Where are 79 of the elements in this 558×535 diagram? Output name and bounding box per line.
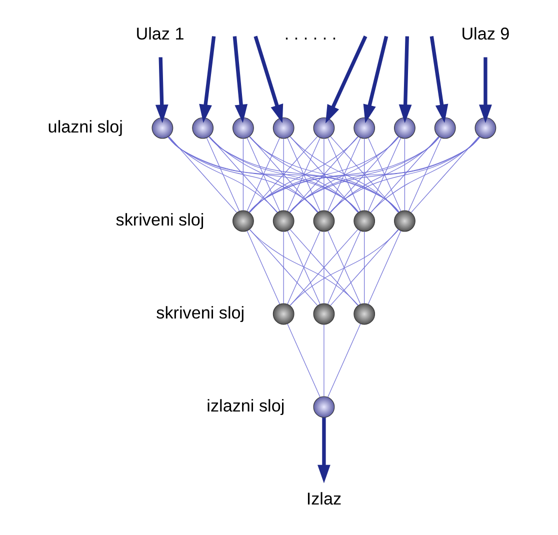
connector [249,229,359,306]
connector [168,136,278,213]
arrow [254,36,284,124]
arrow [155,57,168,124]
connector [290,136,440,212]
node-circle [434,117,456,139]
node-circle [354,117,376,139]
connector [283,138,284,211]
node-circle [354,210,376,232]
arrow [398,36,412,123]
connector [249,229,318,306]
connector [290,229,399,306]
connector [289,136,480,213]
connector [404,138,406,211]
connector [290,136,399,213]
arrow [199,36,216,123]
connector [408,138,442,212]
connector [410,136,480,213]
connector [287,138,320,212]
connector [168,136,318,212]
connector [209,136,318,213]
connector [370,136,440,213]
connector [364,231,365,304]
connector [287,230,320,305]
connector [168,136,237,213]
connector [330,136,440,213]
connector [330,136,480,212]
label: skriveni sloj [116,210,204,230]
connector [364,138,365,211]
node-circle [192,117,214,139]
node-circle [474,117,496,139]
node-text: Ulaz 1 [136,24,184,44]
node-circle [232,117,254,139]
connector [370,136,480,213]
node-circle [394,117,416,139]
connector [330,229,399,306]
connector [248,136,440,213]
node-circle [272,210,294,232]
label: skriveni sloj [156,304,245,323]
label: izlazni sloj [206,396,285,416]
node-circle [313,396,335,418]
connector [327,324,361,398]
connector [242,138,244,211]
label: . . . . . . [284,24,337,44]
node-text: Izlaz [306,489,342,508]
node-circle [232,210,254,232]
connector [249,136,359,213]
arrow [232,36,248,123]
connector [208,136,359,212]
node-text: Ulaz 9 [461,24,510,44]
connector [283,231,284,304]
arrow [363,36,388,124]
connector [249,136,318,213]
node-circle [394,210,416,232]
node-circle [272,303,294,325]
connector [246,138,280,212]
connector [208,136,400,212]
node-circle [313,117,335,139]
connector [248,136,480,212]
node-circle [354,303,376,325]
node-circle [313,210,335,232]
label: ulazni sloj [48,118,123,137]
connector [290,229,358,306]
arrow [479,57,492,124]
connector [206,138,240,212]
node-circle [152,117,174,139]
node-circle [272,117,294,139]
connector [249,136,400,212]
connector [368,138,402,212]
arrow [430,36,448,123]
connector [246,230,280,305]
arrow [318,418,330,484]
connector [287,324,320,398]
connector [168,136,400,212]
node-circle [313,303,335,325]
connector [168,136,359,212]
connector [290,136,358,213]
arrow [326,36,368,124]
connector [368,230,402,305]
